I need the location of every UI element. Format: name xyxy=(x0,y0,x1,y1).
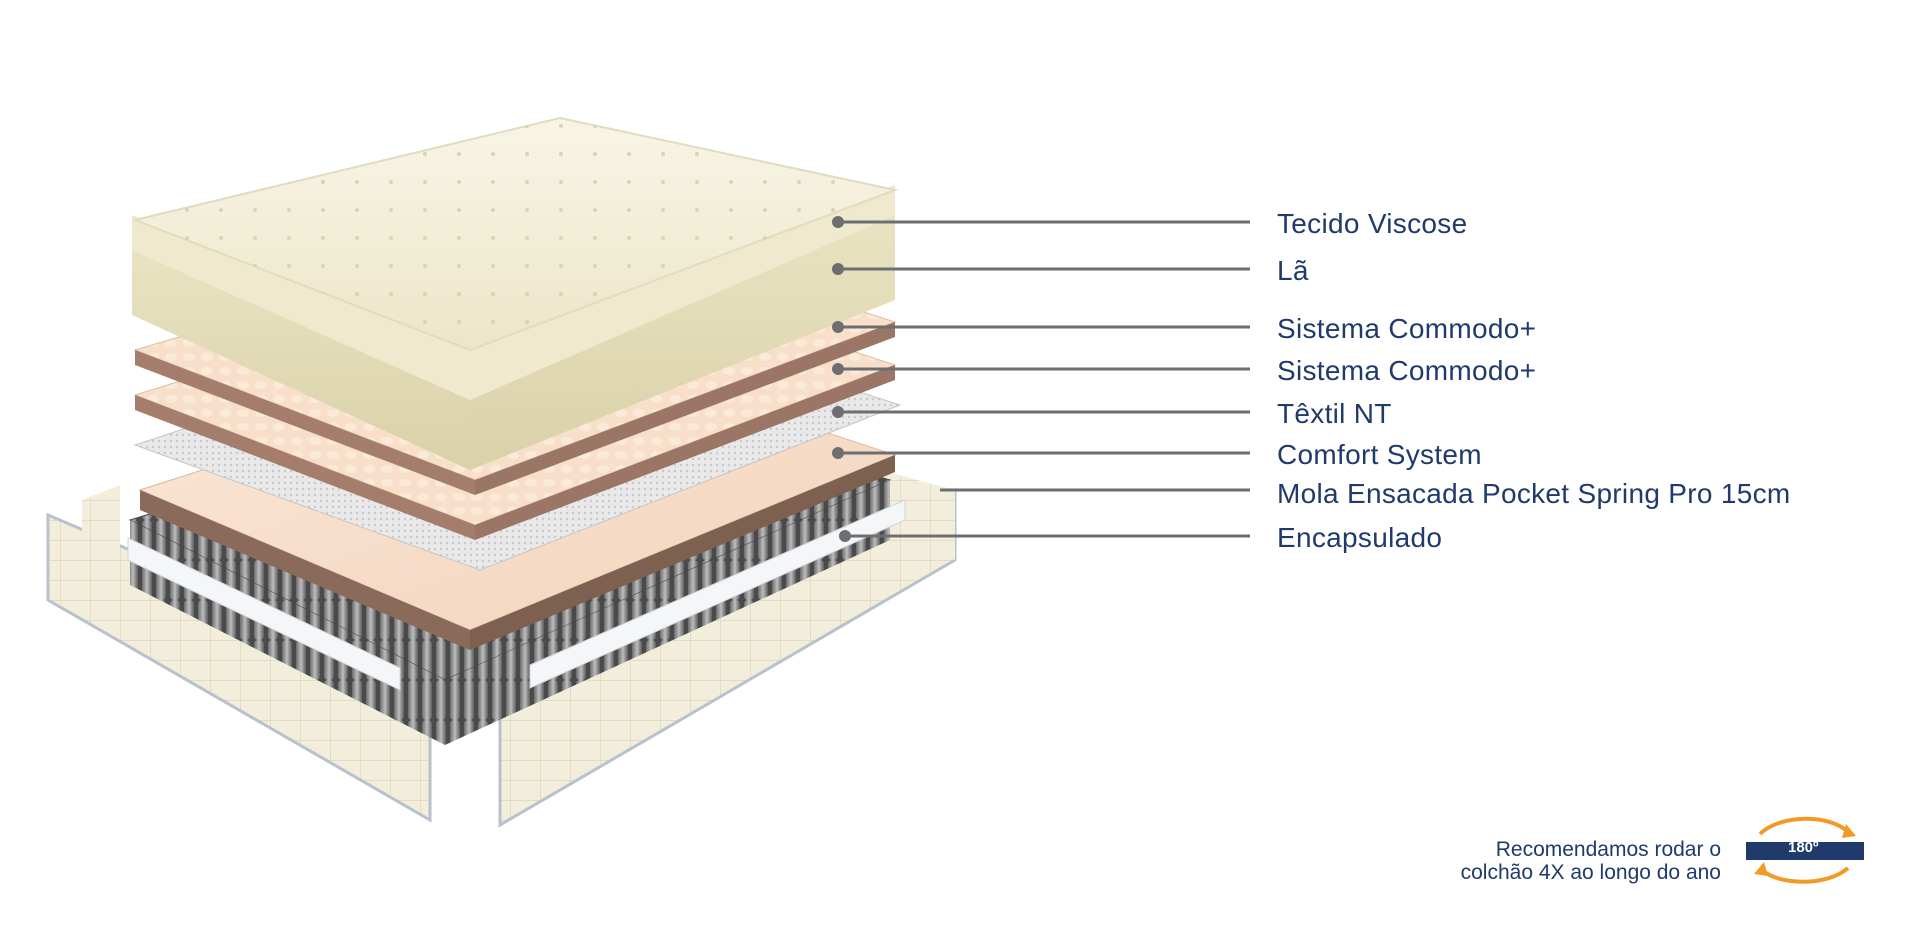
leader-lines xyxy=(832,216,1250,542)
label-textil-nt: Têxtil NT xyxy=(1277,398,1392,429)
label-mola-ensacada: Mola Ensacada Pocket Spring Pro 15cm xyxy=(1277,478,1791,509)
label-la: Lã xyxy=(1277,255,1309,286)
label-tecido-viscose: Tecido Viscose xyxy=(1277,208,1468,239)
label-sistema-commodo-2: Sistema Commodo+ xyxy=(1277,355,1537,386)
rotate-180-icon xyxy=(1746,816,1864,884)
label-comfort-system: Comfort System xyxy=(1277,439,1482,470)
rotation-badge-label: 180º xyxy=(1788,839,1819,856)
rotation-note-line-1: Recomendamos rodar o xyxy=(1495,838,1721,861)
layer-wool-and-viscose xyxy=(131,116,899,470)
rotation-note-line-2: colchão 4X ao longo do ano xyxy=(1460,861,1721,884)
label-encapsulado: Encapsulado xyxy=(1277,522,1443,553)
label-sistema-commodo-1: Sistema Commodo+ xyxy=(1277,313,1537,344)
